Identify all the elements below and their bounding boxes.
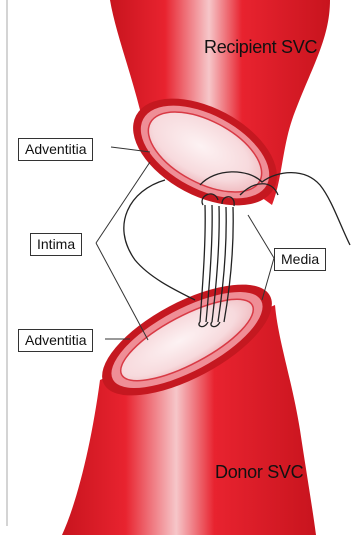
media-label: Media xyxy=(274,248,326,271)
donor-svc-label: Donor SVC xyxy=(215,462,303,483)
recipient-svc-label: Recipient SVC xyxy=(204,37,317,58)
adventitia-top-label: Adventitia xyxy=(18,138,93,161)
adventitia-bottom-label: Adventitia xyxy=(18,329,93,352)
intima-label: Intima xyxy=(30,233,82,256)
